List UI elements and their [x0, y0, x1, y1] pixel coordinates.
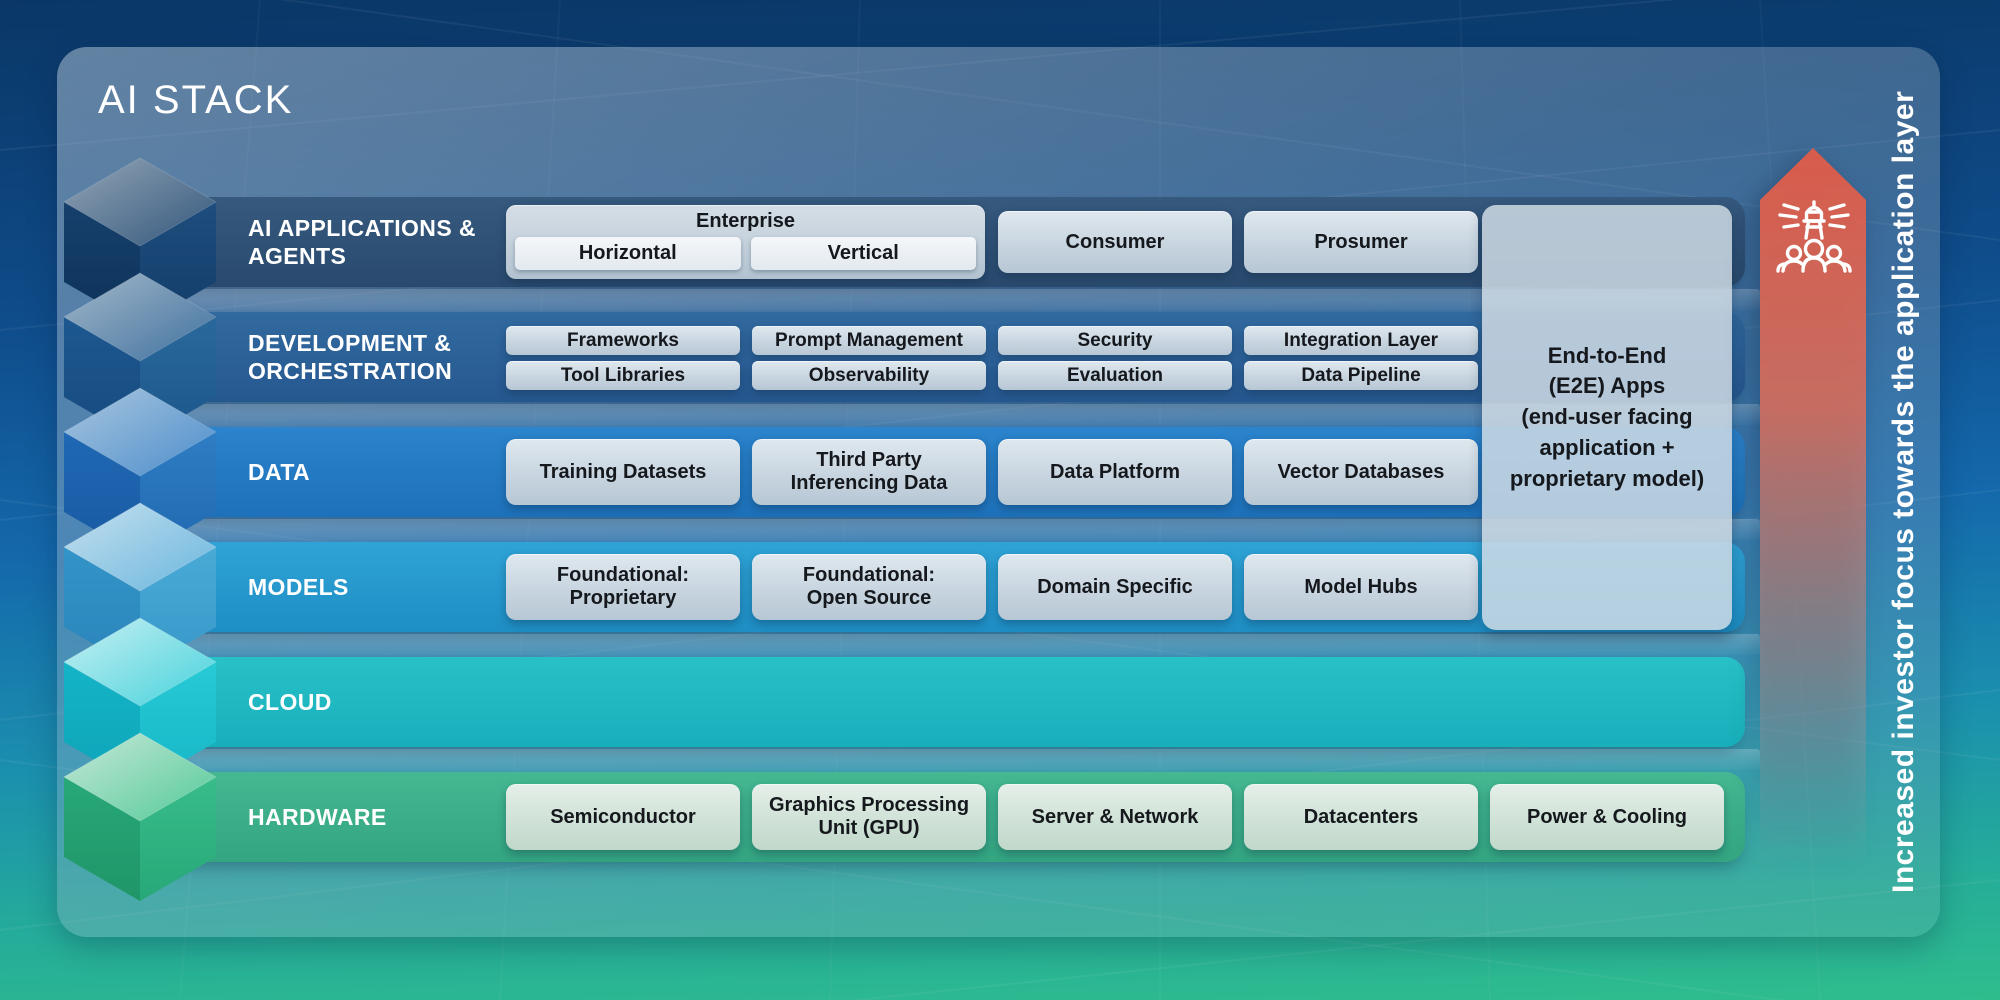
- upward-trend-arrow: [1760, 148, 1866, 886]
- model-hubs-box: Model Hubs: [1244, 554, 1478, 620]
- third-party-inferencing-box: Third Party Inferencing Data: [752, 439, 986, 505]
- consumer-box: Consumer: [998, 211, 1232, 273]
- semiconductor-box: Semiconductor: [506, 784, 740, 850]
- row-label-models: MODELS: [248, 573, 349, 600]
- datacenters-box: Datacenters: [1244, 784, 1478, 850]
- vertical-box: Vertical: [750, 237, 976, 270]
- frameworks-box: Frameworks: [506, 326, 740, 355]
- row-label-development: DEVELOPMENT & ORCHESTRATION: [248, 329, 453, 384]
- row-label-data: DATA: [248, 458, 311, 485]
- shelf-divider: [120, 289, 1760, 310]
- shelf-divider: [120, 749, 1760, 770]
- layer-cube-ai-applications: [63, 157, 217, 326]
- enterprise-sub-row: Horizontal Vertical: [515, 237, 976, 270]
- side-note-investor-focus: Increased investor focus towards the app…: [1887, 90, 1920, 894]
- e2e-apps-box: End-to-End (E2E) Apps (end-user facing a…: [1482, 205, 1732, 630]
- security-box: Security: [998, 326, 1232, 355]
- vector-databases-box: Vector Databases: [1244, 439, 1478, 505]
- data-pipeline-box: Data Pipeline: [1244, 361, 1478, 390]
- integration-layer-box: Integration Layer: [1244, 326, 1478, 355]
- row-label-ai-applications: AI APPLICATIONS & AGENTS: [248, 214, 476, 269]
- data-platform-box: Data Platform: [998, 439, 1232, 505]
- shelf-divider: [120, 519, 1760, 540]
- enterprise-group-box: Enterprise Horizontal Vertical: [506, 205, 985, 279]
- band-cloud: [148, 657, 1745, 747]
- domain-specific-box: Domain Specific: [998, 554, 1232, 620]
- layer-cube-hardware: [63, 732, 217, 901]
- prosumer-box: Prosumer: [1244, 211, 1478, 273]
- shelf-divider: [120, 404, 1760, 425]
- observability-box: Observability: [752, 361, 986, 390]
- lighthouse-people-icon: [1776, 200, 1852, 273]
- row-label-hardware: HARDWARE: [248, 803, 387, 830]
- foundational-open-source-box: Foundational: Open Source: [752, 554, 986, 620]
- training-datasets-box: Training Datasets: [506, 439, 740, 505]
- evaluation-box: Evaluation: [998, 361, 1232, 390]
- power-cooling-box: Power & Cooling: [1490, 784, 1724, 850]
- gpu-box: Graphics Processing Unit (GPU): [752, 784, 986, 850]
- server-network-box: Server & Network: [998, 784, 1232, 850]
- row-label-cloud: CLOUD: [248, 688, 332, 715]
- prompt-management-box: Prompt Management: [752, 326, 986, 355]
- horizontal-box: Horizontal: [515, 237, 741, 270]
- enterprise-label: Enterprise: [696, 210, 795, 232]
- tool-libraries-box: Tool Libraries: [506, 361, 740, 390]
- shelf-divider: [120, 634, 1760, 655]
- foundational-proprietary-box: Foundational: Proprietary: [506, 554, 740, 620]
- page-title: AI STACK: [98, 78, 294, 122]
